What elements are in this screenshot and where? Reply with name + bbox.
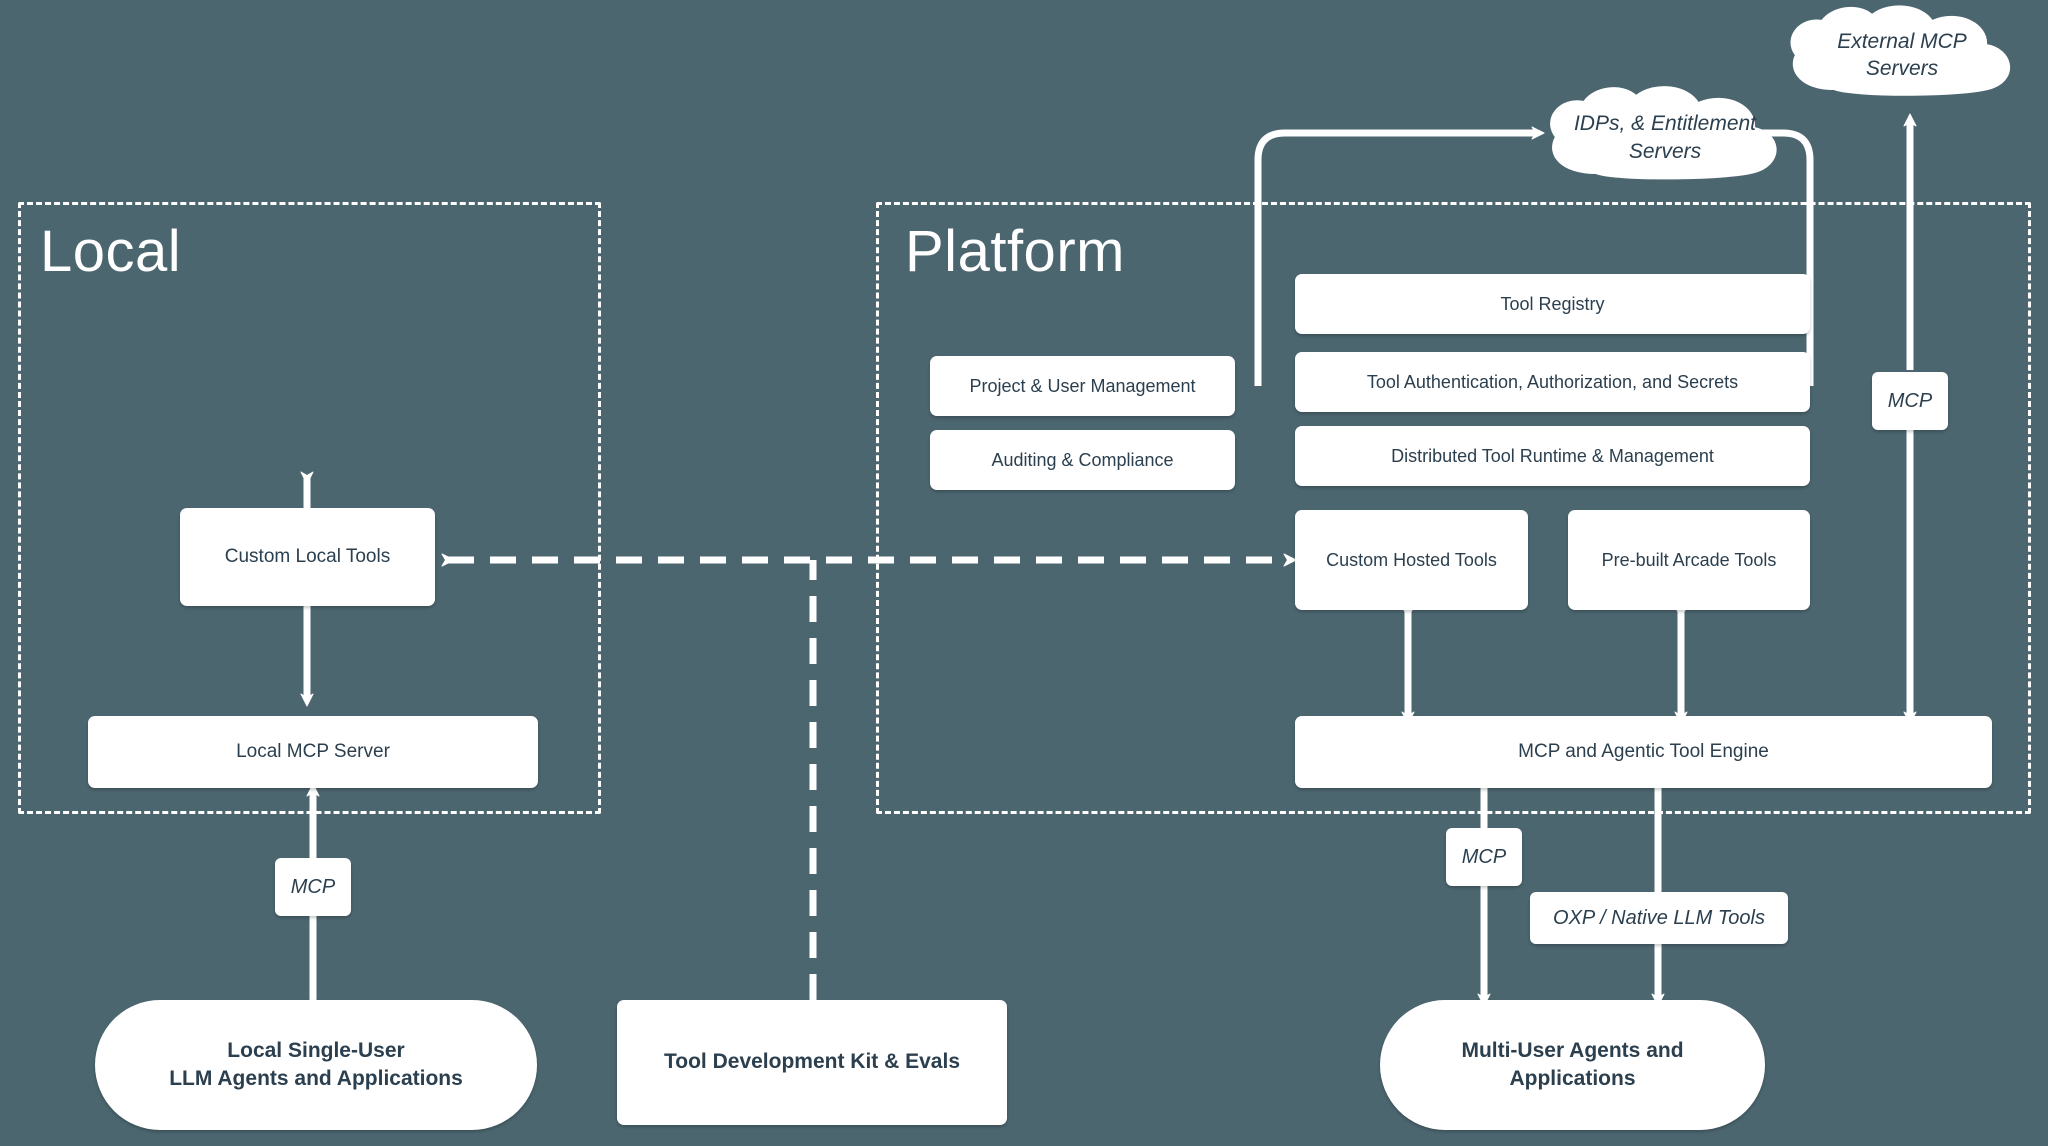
node-custom-hosted-tools[interactable]: Custom Hosted Tools	[1295, 510, 1528, 610]
zone-platform-title: Platform	[905, 219, 1125, 284]
node-local-agents-line1: Local Single-User	[227, 1038, 405, 1062]
node-multi-user-agents-line1: Multi-User Agents and	[1461, 1038, 1684, 1062]
cloud-external-mcp-servers: External MCP Servers	[1772, 5, 2032, 105]
node-tool-authentication[interactable]: Tool Authentication, Authorization, and …	[1295, 352, 1810, 412]
cloud-external-mcp-label: External MCP Servers	[1837, 29, 1967, 80]
node-local-agents-line2: LLM Agents and Applications	[169, 1067, 463, 1090]
chip-oxp-native-llm-tools: OXP / Native LLM Tools	[1530, 892, 1788, 944]
cloud-shape	[1790, 5, 2011, 96]
chip-mcp-platform: MCP	[1446, 828, 1522, 886]
node-prebuilt-arcade-tools[interactable]: Pre-built Arcade Tools	[1568, 510, 1810, 610]
node-auditing-compliance[interactable]: Auditing & Compliance	[930, 430, 1235, 490]
node-tool-development-kit[interactable]: Tool Development Kit & Evals	[617, 1000, 1007, 1125]
zone-local	[18, 202, 601, 814]
node-mcp-agentic-tool-engine[interactable]: MCP and Agentic Tool Engine	[1295, 716, 1992, 788]
chip-mcp-local: MCP	[275, 858, 351, 916]
zone-platform	[876, 202, 2031, 814]
zone-local-title: Local	[40, 219, 182, 284]
node-multi-user-agents[interactable]: Multi-User Agents and Applications	[1380, 1000, 1765, 1130]
chip-mcp-external: MCP	[1872, 372, 1948, 430]
node-project-user-management[interactable]: Project & User Management	[930, 356, 1235, 416]
node-local-mcp-server[interactable]: Local MCP Server	[88, 716, 538, 788]
node-local-agents[interactable]: Local Single-User LLM Agents and Applica…	[95, 1000, 537, 1130]
node-custom-local-tools[interactable]: Custom Local Tools	[180, 508, 435, 606]
node-multi-user-agents-line2: Applications	[1509, 1067, 1636, 1090]
node-tool-registry[interactable]: Tool Registry	[1295, 274, 1810, 334]
cloud-idps-label: IDPs, & Entitlement Servers	[1573, 112, 1757, 163]
node-distributed-tool-runtime[interactable]: Distributed Tool Runtime & Management	[1295, 426, 1810, 486]
cloud-idps-entitlement-servers: IDPs, & Entitlement Servers	[1530, 85, 1800, 190]
